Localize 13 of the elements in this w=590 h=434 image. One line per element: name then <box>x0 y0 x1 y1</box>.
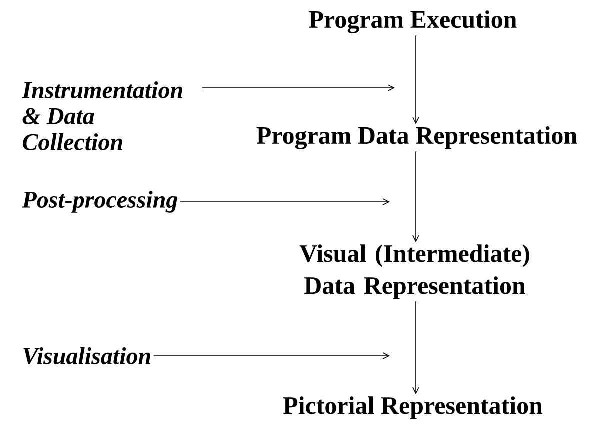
process-step-label: Visualisation <box>24 347 150 364</box>
arrow <box>412 35 420 124</box>
arrow <box>202 84 395 92</box>
arrow <box>412 301 420 394</box>
arrow <box>412 151 420 242</box>
stage-label: Program Execution <box>309 10 517 34</box>
stage-label: Program Data Representation <box>256 126 578 150</box>
stage-label: Visual (Intermediate) Data Representation <box>300 244 530 300</box>
stage-label: Pictorial Representation <box>283 396 543 420</box>
arrow <box>153 352 390 360</box>
process-step-label: Post-processing <box>22 191 178 213</box>
process-step-label: Instrumentation & Data Collection <box>22 82 182 150</box>
arrow <box>180 198 390 206</box>
